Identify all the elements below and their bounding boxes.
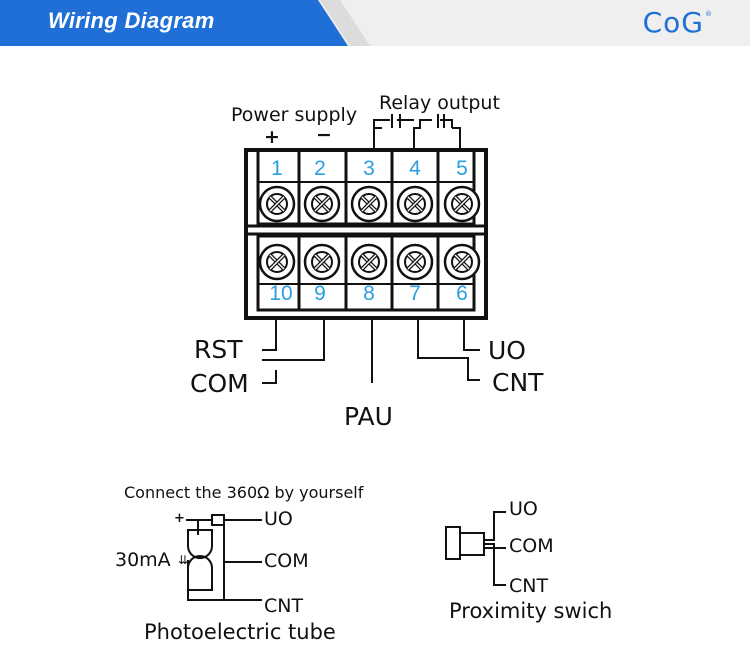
- proximity-uo-label: UO: [509, 498, 538, 520]
- screw-terminal-icon: [350, 185, 388, 223]
- pin-number-9: 9: [314, 282, 326, 305]
- screw-terminal-icon: [350, 243, 388, 281]
- pin-number-10: 10: [269, 282, 293, 305]
- pin-number-1: 1: [271, 157, 283, 180]
- screw-terminal-icon: [396, 185, 434, 223]
- header-bar: Wiring Diagram CoG®: [0, 0, 750, 46]
- registered-mark: ®: [705, 10, 713, 18]
- pin-number-5: 5: [456, 157, 468, 180]
- com-label: COM: [190, 369, 249, 398]
- pin-number-2: 2: [314, 157, 326, 180]
- photo-cnt-label: CNT: [264, 595, 304, 617]
- brand-logo: CoG®: [643, 6, 712, 39]
- pin-number-7: 7: [409, 282, 421, 305]
- title-banner: [0, 0, 370, 46]
- cnt-label: CNT: [492, 368, 544, 397]
- power-minus-label: −: [316, 124, 332, 146]
- brand-name: CoG: [642, 6, 704, 39]
- rst-label: RST: [194, 335, 243, 364]
- screw-terminal-icon: [303, 185, 341, 223]
- proximity-cnt-label: CNT: [509, 575, 549, 597]
- current-label: 30mA: [115, 549, 171, 571]
- proximity-com-label: COM: [509, 535, 554, 557]
- photo-com-label: COM: [264, 550, 309, 572]
- page-title: Wiring Diagram: [48, 8, 215, 33]
- screw-terminal-icon: [303, 243, 341, 281]
- pin-number-6: 6: [456, 282, 468, 305]
- photoelectric-tube-symbol: [186, 514, 262, 601]
- screw-terminal-icon: [258, 243, 296, 281]
- power-plus-label: +: [264, 126, 280, 148]
- photo-plus-label: +: [174, 511, 185, 526]
- photo-uo-label: UO: [264, 508, 293, 530]
- light-arrow-icon: ⇊: [178, 553, 189, 567]
- screw-terminal-icon: [396, 243, 434, 281]
- uo-label: UO: [488, 336, 526, 365]
- resistor-note: Connect the 360Ω by yourself: [124, 483, 364, 502]
- power-supply-label: Power supply: [231, 104, 358, 126]
- pin-number-3: 3: [363, 157, 375, 180]
- screw-terminal-icon: [443, 243, 481, 281]
- pin-number-4: 4: [409, 157, 421, 180]
- proximity-caption: Proximity swich: [449, 599, 613, 623]
- relay-output-label: Relay output: [379, 92, 500, 114]
- proximity-switch-symbol: [445, 511, 506, 586]
- photoelectric-caption: Photoelectric tube: [144, 620, 336, 644]
- pin-number-8: 8: [363, 282, 375, 305]
- screw-terminal-icon: [258, 185, 296, 223]
- screw-terminal-icon: [443, 185, 481, 223]
- pau-label: PAU: [344, 402, 393, 431]
